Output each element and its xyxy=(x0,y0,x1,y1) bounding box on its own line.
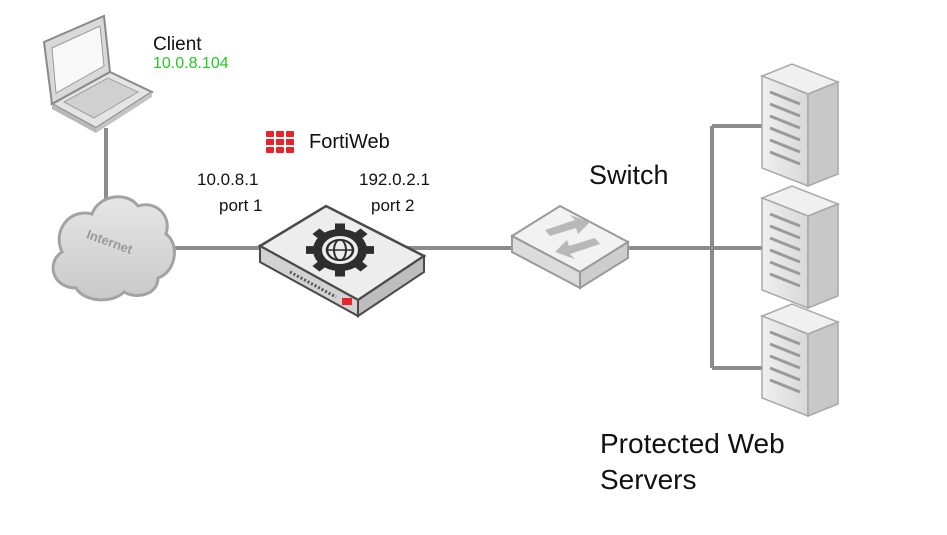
port2-ip: 192.0.2.1 xyxy=(359,170,430,189)
internet-cloud-icon: Internet xyxy=(51,195,176,302)
fortinet-logo-icon xyxy=(266,131,294,153)
port2-label: port 2 xyxy=(371,196,415,215)
protected-servers-label: Protected Web Servers xyxy=(600,426,785,498)
laptop-icon xyxy=(42,14,155,133)
fortiweb-label: FortiWeb xyxy=(309,131,390,153)
protected-servers-label-line2: Servers xyxy=(600,464,697,495)
client-ip: 10.0.8.104 xyxy=(153,55,229,72)
switch-label: Switch xyxy=(589,160,669,190)
protected-servers-label-line1: Protected Web xyxy=(600,428,785,459)
gear-globe-icon xyxy=(306,223,374,277)
switch-icon xyxy=(509,204,631,290)
server-icon xyxy=(759,303,841,418)
port1-ip: 10.0.8.1 xyxy=(197,170,259,189)
connection-lines xyxy=(104,124,762,370)
server-icon xyxy=(759,185,841,310)
fortiweb-appliance-icon xyxy=(257,204,427,318)
port1-label: port 1 xyxy=(219,196,263,215)
server-icon xyxy=(759,63,841,188)
client-label: Client xyxy=(153,34,202,55)
